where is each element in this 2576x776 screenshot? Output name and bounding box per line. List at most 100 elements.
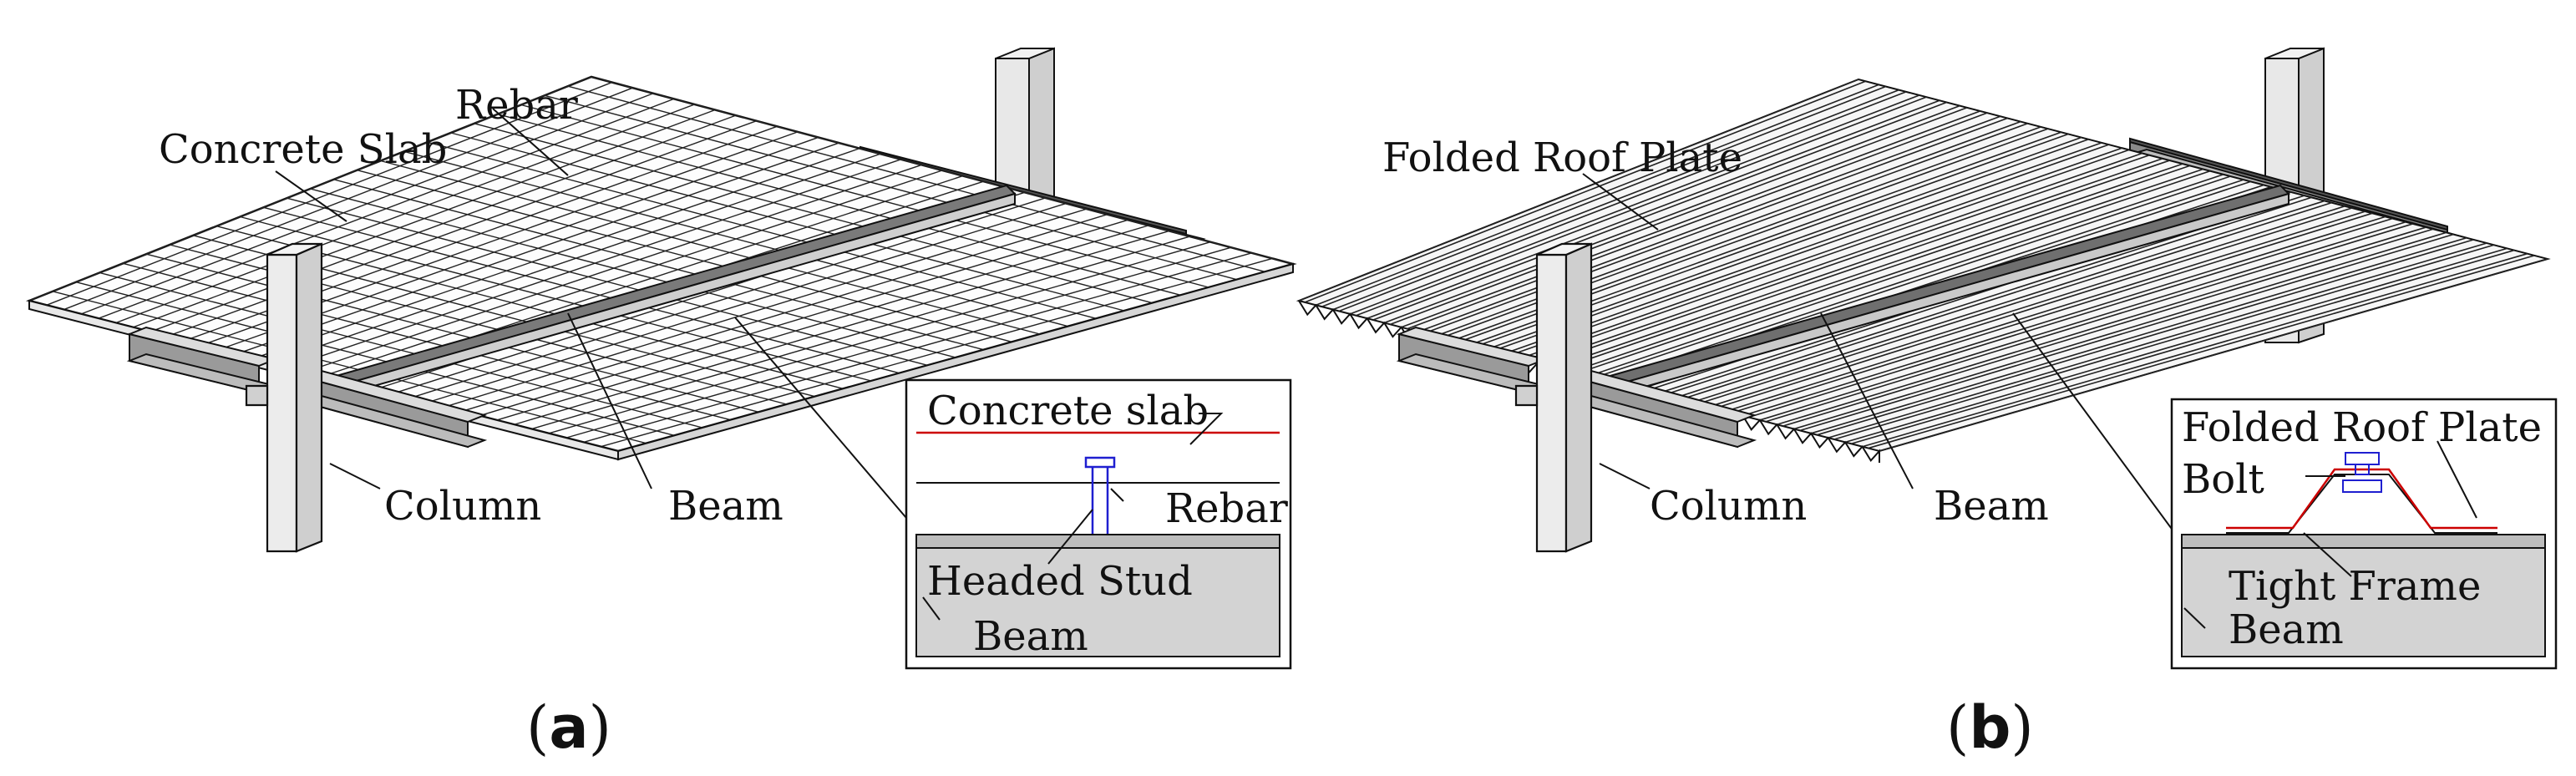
roof-rib-line (1714, 207, 2353, 409)
roof-rib-line (1332, 89, 1899, 311)
rebar-line (146, 253, 759, 413)
rebar-line (52, 291, 647, 444)
near-beam-right-b (1571, 369, 1757, 449)
headed-stud (1084, 456, 1116, 535)
rebar-line (520, 104, 1209, 288)
roof-rib-line (1401, 110, 1980, 328)
roof-rib-line (1742, 216, 2386, 417)
roof-rib-line (1316, 84, 1879, 307)
roof-rib-line (1544, 154, 2150, 365)
roof-rib-line (1697, 201, 2332, 405)
concrete-slab-with-rebar (25, 75, 1297, 461)
near-column (245, 242, 323, 553)
caption-a: (a) (526, 693, 611, 762)
rebar-line (567, 85, 1265, 273)
roof-rib-line (1407, 112, 1988, 330)
near-beam-left (126, 326, 279, 394)
roof-rib-line (1571, 163, 2183, 373)
rebar-line (591, 76, 1294, 265)
roof-rib-line (1828, 242, 2487, 439)
roof-rib-line (1759, 221, 2406, 421)
rebar-line (263, 206, 900, 374)
rebar-line (75, 281, 675, 437)
roof-rib-line (1372, 101, 1947, 321)
roof-rib-line (1537, 152, 2142, 363)
near-column-b (1514, 242, 1593, 553)
inset-a-headed-stud: Headed Stud (927, 558, 1193, 605)
label-beam: Beam (668, 483, 783, 530)
rebar-line (357, 169, 1012, 343)
roof-rib-line (1435, 120, 2021, 337)
roof-rib-line (1577, 165, 2190, 374)
rebar-line (333, 179, 984, 351)
roof-rib-line (1844, 247, 2508, 444)
roof-rib-line (1298, 79, 1859, 302)
label-column-b: Column (1650, 483, 1807, 530)
roof-rib-line (1799, 233, 2454, 432)
panel-b-folded-roof-system: Folded Roof Plate Column Beam Folded Roo… (1296, 47, 2558, 762)
roof-rib-line (1367, 99, 1940, 319)
roof-rib-line (1725, 210, 2366, 413)
rebar-line (122, 262, 731, 421)
roof-rib-line (1833, 244, 2494, 440)
roof-rib-line (1782, 228, 2434, 427)
roof-rib-line (1691, 200, 2325, 403)
label-beam-b: Beam (1934, 483, 2049, 530)
panel-b-leaders (1582, 173, 2177, 535)
roof-rib-line (1680, 196, 2312, 401)
inset-detail-a: Concrete slab Rebar Headed Stud Beam (905, 378, 1292, 670)
roof-rib-line (1605, 174, 2224, 382)
roof-rib-line (1520, 147, 2122, 359)
panel-a-leaders (275, 108, 907, 519)
inset-b-bolt: Bolt (2182, 456, 2264, 503)
bolt (2342, 452, 2382, 493)
roof-rib-line (1765, 223, 2413, 423)
roof-rib-line (1731, 212, 2373, 413)
roof-rib-line (1356, 96, 1927, 317)
roof-rib-line (1862, 252, 2528, 448)
rebar-line (427, 141, 1097, 320)
roof-rib-line (1338, 91, 1907, 312)
inset-b-tight-frame: Tight Frame (2229, 563, 2481, 610)
roof-rib-line (1504, 142, 2102, 355)
rebar-line (450, 132, 1125, 312)
roof-rib-line (1708, 205, 2345, 408)
roof-rib-line (1526, 149, 2130, 361)
label-folded-roof-plate: Folded Roof Plate (1382, 134, 1742, 181)
inset-a-rebar: Rebar (1165, 485, 1288, 532)
label-rebar: Rebar (455, 82, 578, 129)
roof-rib-line (1748, 217, 2393, 418)
rebar-line (380, 160, 1041, 335)
roof-rib-line (1879, 258, 2548, 452)
roof-rib-line (1417, 115, 2001, 332)
panel-a-concrete-slab-system: Concrete Slab Rebar Column Beam Concrete… (25, 47, 1297, 762)
label-concrete-slab: Concrete Slab (159, 126, 447, 173)
roof-rib-line (1390, 107, 1968, 326)
roof-rib-line (1589, 168, 2203, 377)
roof-rib-line (1595, 170, 2211, 378)
inset-b-beam: Beam (2229, 606, 2344, 653)
folded-roof-plate (1296, 78, 2551, 463)
roof-rib-line (1777, 226, 2426, 426)
roof-rib-line (1811, 236, 2467, 434)
roof-rib-line (1304, 80, 1866, 303)
rebar-line (287, 197, 928, 367)
roof-rib-line (1560, 160, 2170, 370)
inset-detail-b: Folded Roof Plate Bolt Tight Frame Beam (2170, 398, 2558, 670)
roof-rib-line (1321, 85, 1887, 307)
rebar-line (474, 123, 1153, 304)
roof-rib-line (1423, 117, 2008, 334)
roof-rib-line (1851, 249, 2515, 445)
rebar-line (310, 188, 956, 358)
rebar-line (544, 94, 1237, 281)
caption-b: (b) (1946, 693, 2034, 762)
rebar-line (403, 150, 1068, 327)
roof-rib-line (1793, 231, 2447, 430)
roof-rib-line (1554, 158, 2163, 368)
rebar-line (497, 113, 1181, 297)
inset-b-folded-roof-plate: Folded Roof Plate (2182, 404, 2542, 451)
inset-a-beam: Beam (973, 613, 1088, 660)
roof-rib-line (1868, 255, 2535, 449)
roof-rib-line (1817, 239, 2474, 436)
